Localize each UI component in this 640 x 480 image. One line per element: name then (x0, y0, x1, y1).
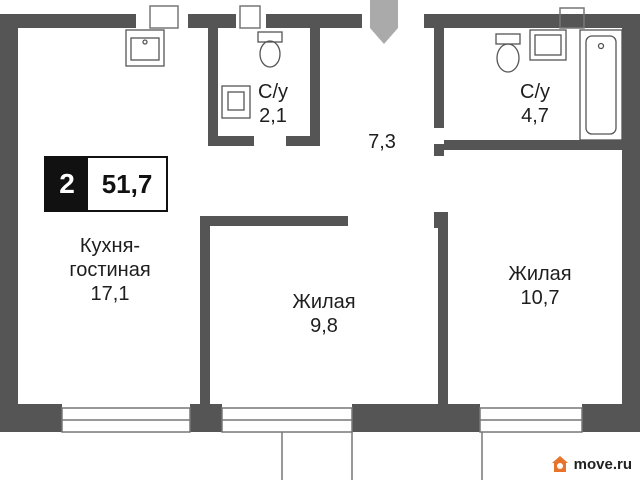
apartment-badge: 2 51,7 (44, 156, 168, 212)
room-bathroom-2: С/у 4,7 (508, 80, 562, 128)
sink-icon (529, 29, 567, 61)
room-kitchen-living: Кухня- гостиная 17,1 (40, 234, 180, 306)
room-hallway: 7,3 (352, 130, 412, 154)
entrance-arrow-icon (370, 0, 398, 44)
room-area: 2,1 (259, 105, 287, 127)
move-logo-icon (551, 456, 568, 472)
room-name: С/у (258, 81, 288, 103)
brand-name: move.ru (573, 455, 632, 473)
room-area: 4,7 (521, 105, 549, 127)
room-bedroom-1: Жилая 9,8 (264, 290, 384, 338)
room-area: 10,7 (520, 287, 560, 309)
room-name: Кухня- гостиная (69, 235, 151, 281)
rooms-count: 2 (46, 158, 88, 210)
room-area: 7,3 (368, 131, 396, 153)
toilet-icon (495, 33, 521, 73)
sink-icon (221, 85, 251, 119)
toilet-icon (257, 31, 283, 68)
brand-logo[interactable]: move.ru (550, 454, 632, 474)
room-name: Жилая (508, 263, 572, 285)
walls (0, 14, 640, 432)
window-icon (61, 5, 585, 480)
room-bedroom-2: Жилая 10,7 (480, 262, 600, 310)
sink-icon (125, 29, 165, 67)
room-area: 9,8 (310, 315, 338, 337)
total-area: 51,7 (101, 168, 153, 199)
room-name: Жилая (292, 291, 356, 313)
room-name: С/у (520, 81, 550, 103)
bathtub-icon (579, 29, 623, 141)
room-bathroom-1: С/у 2,1 (246, 80, 300, 128)
room-area: 17,1 (90, 283, 130, 305)
